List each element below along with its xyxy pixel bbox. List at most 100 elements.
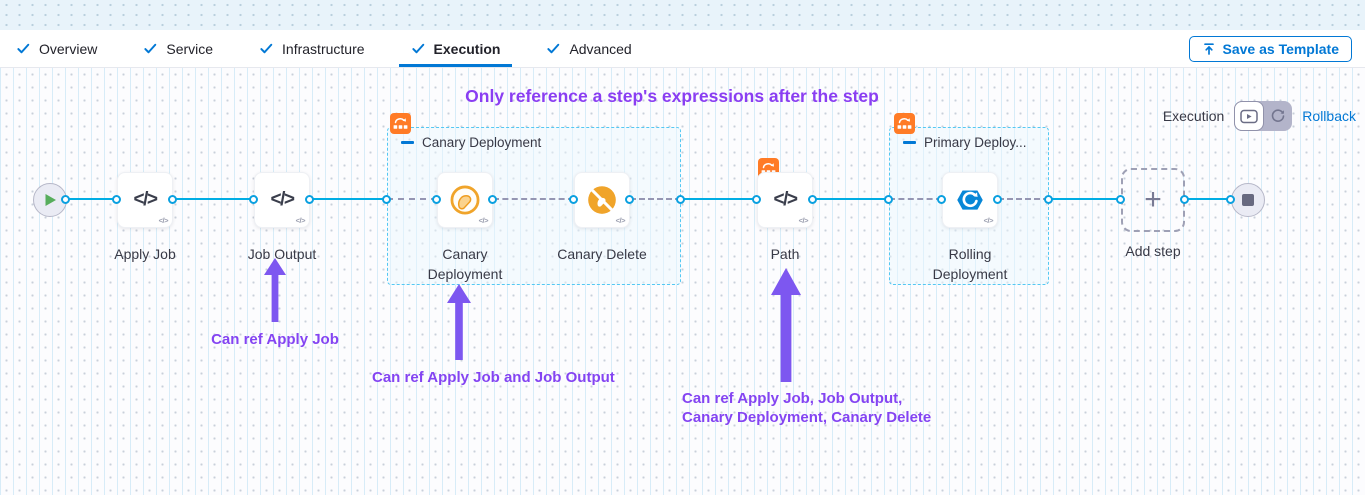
check-icon bbox=[17, 43, 30, 54]
group-label: Primary Deploy... bbox=[924, 135, 1027, 150]
connector-dot bbox=[625, 195, 634, 204]
execution-mode-label: Execution bbox=[1162, 108, 1225, 124]
step-label-path: Path bbox=[770, 246, 800, 262]
code-icon: </> bbox=[270, 189, 295, 210]
execution-rollback-switch-row: Execution Rollback bbox=[1163, 101, 1356, 131]
code-icon: </> bbox=[133, 189, 158, 210]
annotation-arrow-up bbox=[264, 258, 286, 322]
connector-dot bbox=[432, 195, 441, 204]
step-card-job-output[interactable]: </> </> bbox=[254, 172, 310, 228]
pipeline-end-node bbox=[1231, 183, 1265, 217]
upload-template-icon bbox=[1203, 43, 1214, 55]
step-group-canary-deployment[interactable]: Canary Deployment bbox=[387, 127, 681, 285]
step-label-canary-deployment: Canary Deployment bbox=[427, 246, 503, 282]
connector-dot bbox=[305, 195, 314, 204]
tab-label: Overview bbox=[39, 40, 98, 57]
check-icon bbox=[144, 43, 157, 54]
tab-label: Infrastructure bbox=[282, 40, 365, 57]
flow-line bbox=[66, 198, 117, 201]
group-label: Canary Deployment bbox=[422, 135, 542, 150]
connector-dot bbox=[884, 195, 893, 204]
annotation-arrow-up bbox=[771, 268, 801, 382]
tab-label: Service bbox=[166, 40, 214, 57]
step-label-canary-delete: Canary Delete bbox=[557, 246, 647, 262]
add-step-button[interactable]: + bbox=[1121, 168, 1185, 232]
tab-label: Execution bbox=[433, 40, 501, 57]
save-as-template-label: Save as Template bbox=[1222, 41, 1339, 57]
connector-dot bbox=[1226, 195, 1235, 204]
connector-dot bbox=[569, 195, 578, 204]
connector-dot bbox=[249, 195, 258, 204]
connector-dot bbox=[61, 195, 70, 204]
tab-advanced[interactable]: Advanced bbox=[530, 30, 647, 67]
connector-dot bbox=[1180, 195, 1189, 204]
connector-dot bbox=[1116, 195, 1125, 204]
group-label-row: Primary Deploy... bbox=[903, 135, 1027, 150]
connector-dot bbox=[382, 195, 391, 204]
connector-dot bbox=[488, 195, 497, 204]
canary-delete-icon bbox=[588, 186, 616, 214]
flow-line bbox=[1185, 198, 1231, 201]
step-label-job-output: Job Output bbox=[247, 246, 317, 262]
flow-line bbox=[173, 198, 254, 201]
rollback-link[interactable]: Rollback bbox=[1302, 108, 1356, 124]
check-icon bbox=[260, 43, 273, 54]
check-icon bbox=[547, 43, 560, 54]
script-mini-icon: </> bbox=[798, 216, 809, 225]
rollback-toggle-segment[interactable] bbox=[1264, 108, 1292, 124]
connector-dot bbox=[168, 195, 177, 204]
connector-dot bbox=[808, 195, 817, 204]
stop-icon bbox=[1242, 194, 1254, 206]
connector-dot bbox=[752, 195, 761, 204]
step-card-apply-job[interactable]: </> </> bbox=[117, 172, 173, 228]
collapse-icon[interactable] bbox=[401, 141, 414, 144]
annotation-can-ref-3: Can ref Apply Job, Job Output, Canary De… bbox=[682, 390, 932, 426]
tab-label: Advanced bbox=[569, 40, 632, 57]
collapse-icon[interactable] bbox=[903, 141, 916, 144]
group-label-row: Canary Deployment bbox=[401, 135, 541, 150]
check-icon bbox=[411, 43, 424, 54]
step-label-rolling-deployment: Rolling Deployment bbox=[932, 246, 1008, 282]
save-as-template-button[interactable]: Save as Template bbox=[1188, 36, 1352, 62]
script-mini-icon: </> bbox=[615, 216, 626, 225]
connector-dot bbox=[676, 195, 685, 204]
add-step-label: Add step bbox=[1125, 243, 1181, 259]
rollout-strategy-icon bbox=[390, 113, 411, 134]
annotation-can-ref-2: Can ref Apply Job and Job Output bbox=[372, 369, 615, 386]
execution-rollback-toggle[interactable] bbox=[1234, 101, 1293, 131]
annotation-arrow-up bbox=[447, 284, 471, 360]
step-card-canary-deployment[interactable]: </> bbox=[437, 172, 493, 228]
stage-tabbar: Overview Service Infrastructure Executio… bbox=[0, 30, 1365, 68]
tab-overview[interactable]: Overview bbox=[0, 30, 113, 67]
flow-line-dashed bbox=[889, 198, 942, 200]
flow-line-dashed bbox=[493, 198, 574, 200]
annotation-can-ref-1: Can ref Apply Job bbox=[211, 331, 339, 348]
connector-dot bbox=[937, 195, 946, 204]
script-mini-icon: </> bbox=[295, 216, 306, 225]
execution-toggle-segment[interactable] bbox=[1234, 101, 1265, 131]
canvas-top-margin bbox=[0, 0, 1365, 30]
rolling-deployment-icon bbox=[957, 190, 983, 210]
script-mini-icon: </> bbox=[983, 216, 994, 225]
step-label-apply-job: Apply Job bbox=[114, 246, 176, 262]
flow-line-dashed bbox=[630, 198, 681, 200]
tab-infrastructure[interactable]: Infrastructure bbox=[243, 30, 380, 67]
flow-line bbox=[813, 198, 889, 201]
rollout-strategy-icon bbox=[894, 113, 915, 134]
tab-execution[interactable]: Execution bbox=[395, 30, 517, 67]
script-mini-icon: </> bbox=[158, 216, 169, 225]
flow-line bbox=[1049, 198, 1121, 201]
code-icon: </> bbox=[773, 189, 798, 210]
connector-dot bbox=[993, 195, 1002, 204]
flow-line-dashed bbox=[387, 198, 437, 200]
tab-service[interactable]: Service bbox=[127, 30, 229, 67]
canary-icon bbox=[450, 185, 480, 215]
step-card-rolling-deployment[interactable]: </> bbox=[942, 172, 998, 228]
execution-icon bbox=[1240, 109, 1259, 123]
step-card-canary-delete[interactable]: </> bbox=[574, 172, 630, 228]
flow-line bbox=[310, 198, 387, 201]
flow-line-dashed bbox=[998, 198, 1049, 200]
pipeline-canvas[interactable]: Only reference a step's expressions afte… bbox=[0, 68, 1365, 495]
script-mini-icon: </> bbox=[478, 216, 489, 225]
step-card-path[interactable]: </> </> bbox=[757, 172, 813, 228]
